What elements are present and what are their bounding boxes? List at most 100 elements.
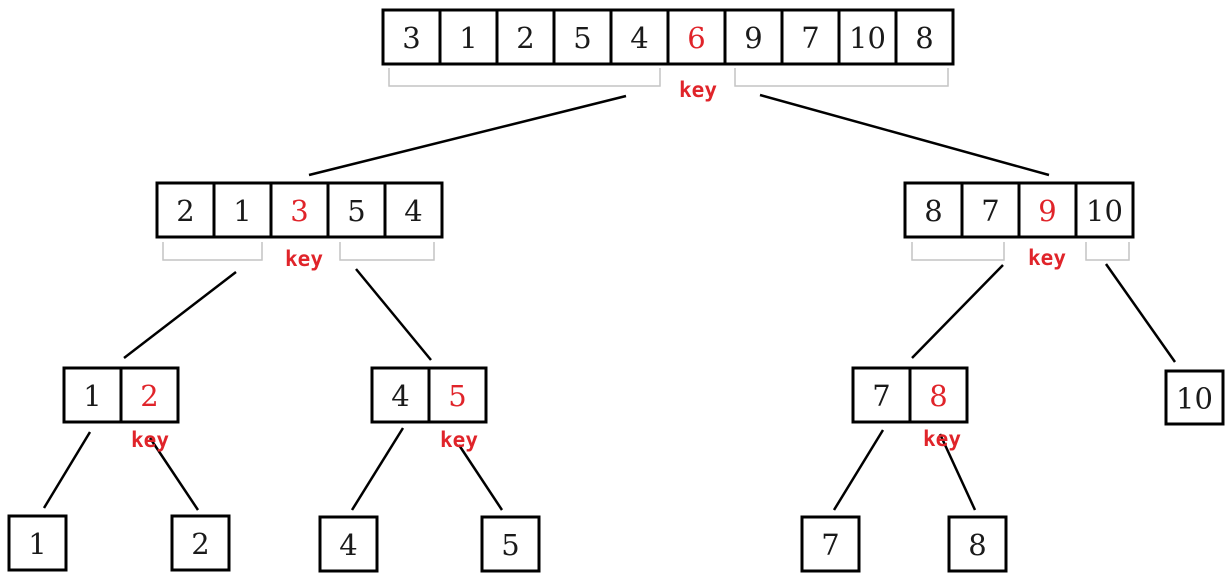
key-label: key bbox=[285, 247, 323, 271]
cell-value: 10 bbox=[849, 21, 886, 55]
partition-bracket-left bbox=[388, 68, 661, 87]
array-cell bbox=[894, 8, 955, 66]
key-labels-layer: key key key key key key bbox=[131, 78, 1066, 452]
edge-n2-to-n5 bbox=[911, 264, 1004, 359]
array-cell bbox=[7, 514, 68, 572]
edge-n4-to-n9 bbox=[350, 427, 405, 511]
array-node-n8: 2 bbox=[170, 514, 231, 572]
brackets-layer bbox=[162, 68, 1130, 261]
array-node-n6: 10 bbox=[1164, 369, 1225, 426]
edge-n0-to-n1 bbox=[308, 94, 627, 177]
array-node-n1: 2 1 3 5 4 bbox=[155, 181, 444, 239]
cell-value: 2 bbox=[516, 21, 534, 55]
edge-n2-to-n6 bbox=[1104, 263, 1177, 363]
cell-value: 1 bbox=[233, 194, 251, 228]
cell-value: 7 bbox=[981, 194, 999, 228]
key-label: key bbox=[131, 428, 169, 452]
array-cell bbox=[723, 8, 784, 66]
array-cell bbox=[427, 366, 488, 424]
array-cell bbox=[170, 514, 231, 572]
array-node-n11: 7 bbox=[800, 515, 861, 573]
cell-value: 1 bbox=[459, 21, 477, 55]
array-cell bbox=[381, 8, 442, 66]
array-cell bbox=[800, 515, 861, 573]
array-cell bbox=[480, 515, 541, 573]
array-cell bbox=[780, 8, 841, 66]
array-cell bbox=[903, 181, 964, 239]
cell-value: 4 bbox=[404, 194, 422, 228]
cell-value: 10 bbox=[1086, 194, 1123, 228]
cell-value: 4 bbox=[630, 21, 648, 55]
key-label: key bbox=[679, 78, 717, 102]
edge-n0-to-n2 bbox=[759, 93, 1050, 177]
edge-n4-to-n10 bbox=[457, 444, 504, 511]
array-cell bbox=[119, 366, 180, 424]
pivot-value: 2 bbox=[140, 379, 158, 413]
cell-value: 8 bbox=[968, 528, 986, 562]
array-cell bbox=[62, 366, 123, 424]
array-cell bbox=[1074, 181, 1135, 239]
partition-bracket-right bbox=[1085, 242, 1130, 261]
edge-n5-to-n12 bbox=[938, 433, 977, 511]
cell-value: 8 bbox=[915, 21, 933, 55]
cell-value: 7 bbox=[872, 379, 890, 413]
cell-value: 5 bbox=[347, 194, 365, 228]
array-cell bbox=[318, 515, 379, 573]
cell-value: 2 bbox=[176, 194, 194, 228]
cell-value: 1 bbox=[28, 527, 46, 561]
cell-value: 10 bbox=[1176, 382, 1213, 416]
array-cell bbox=[1164, 369, 1225, 426]
array-cell bbox=[947, 515, 1008, 573]
array-node-n9: 4 bbox=[318, 515, 379, 573]
edge-n5-to-n11 bbox=[832, 429, 885, 511]
cell-value: 5 bbox=[501, 528, 519, 562]
edges-layer bbox=[42, 93, 1177, 511]
array-cell bbox=[908, 366, 969, 424]
array-cell bbox=[326, 181, 387, 239]
array-cell bbox=[212, 181, 273, 239]
key-label: key bbox=[440, 428, 478, 452]
array-cell bbox=[438, 8, 499, 66]
array-cell bbox=[155, 181, 216, 239]
pivot-value: 8 bbox=[929, 379, 947, 413]
key-label: key bbox=[1028, 246, 1066, 270]
partition-bracket-left bbox=[911, 242, 1005, 261]
edge-n3-to-n7 bbox=[42, 431, 92, 509]
pivot-value: 5 bbox=[448, 379, 466, 413]
cell-value: 5 bbox=[573, 21, 591, 55]
array-cell bbox=[666, 8, 727, 66]
array-cell bbox=[269, 181, 330, 239]
cell-value: 1 bbox=[83, 379, 101, 413]
edge-n1-to-n4 bbox=[355, 268, 432, 361]
cell-value: 8 bbox=[924, 194, 942, 228]
pivot-value: 9 bbox=[1038, 194, 1056, 228]
cell-value: 7 bbox=[821, 528, 839, 562]
partition-bracket-right bbox=[339, 242, 435, 261]
cell-value: 2 bbox=[191, 527, 209, 561]
edge-n1-to-n3 bbox=[123, 271, 237, 359]
cell-value: 7 bbox=[801, 21, 819, 55]
array-node-n7: 1 bbox=[7, 514, 68, 572]
array-cell bbox=[370, 366, 431, 424]
edge-n3-to-n8 bbox=[148, 437, 200, 511]
array-cell bbox=[837, 8, 898, 66]
cell-value: 3 bbox=[402, 21, 420, 55]
array-cell bbox=[851, 366, 912, 424]
pivot-value: 6 bbox=[687, 21, 705, 55]
pivot-value: 3 bbox=[290, 194, 308, 228]
cell-value: 9 bbox=[744, 21, 762, 55]
array-node-n10: 5 bbox=[480, 515, 541, 573]
key-label: key bbox=[923, 427, 961, 451]
array-node-n0: 3 1 2 5 4 6 9 7 10 8 bbox=[381, 8, 955, 66]
array-cell bbox=[960, 181, 1021, 239]
cell-value: 4 bbox=[391, 379, 409, 413]
cell-value: 4 bbox=[339, 528, 357, 562]
array-cell bbox=[1017, 181, 1078, 239]
partition-bracket-left bbox=[162, 242, 263, 261]
array-cell bbox=[383, 181, 444, 239]
